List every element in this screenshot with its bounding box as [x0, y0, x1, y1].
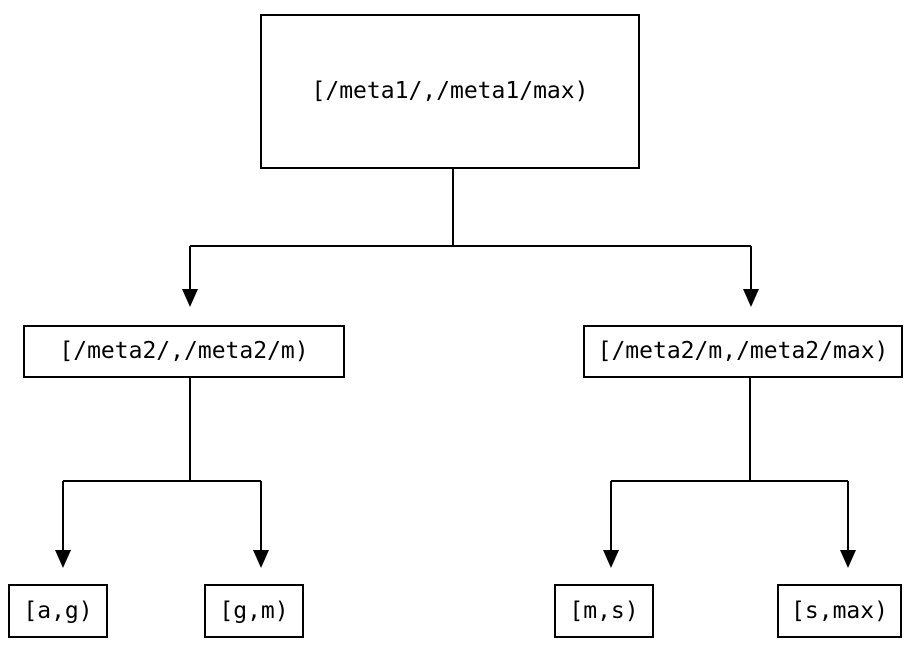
node-meta2-left: [/meta2/,/meta2/m)	[23, 325, 345, 378]
node-meta2-right-label: [/meta2/m,/meta2/max)	[597, 338, 889, 364]
node-leaf-ms: [m,s)	[554, 584, 654, 638]
node-root: [/meta1/,/meta1/max)	[260, 14, 640, 169]
arrow-down-icon	[182, 289, 198, 307]
node-leaf-smax-label: [s,max)	[791, 597, 888, 624]
node-leaf-gm: [g,m)	[204, 584, 304, 638]
node-meta2-left-label: [/meta2/,/meta2/m)	[59, 338, 309, 364]
arrow-down-icon	[603, 550, 619, 568]
node-leaf-smax: [s,max)	[777, 584, 902, 638]
arrow-down-icon	[743, 289, 759, 307]
arrow-down-icon	[840, 550, 856, 568]
node-root-label: [/meta1/,/meta1/max)	[311, 78, 589, 104]
arrow-down-icon	[253, 550, 269, 568]
node-leaf-ag-label: [a,g)	[23, 597, 93, 624]
node-leaf-ms-label: [m,s)	[569, 597, 639, 624]
node-leaf-ag: [a,g)	[8, 584, 108, 638]
node-leaf-gm-label: [g,m)	[219, 597, 289, 624]
node-meta2-right: [/meta2/m,/meta2/max)	[583, 325, 903, 378]
arrow-down-icon	[55, 550, 71, 568]
